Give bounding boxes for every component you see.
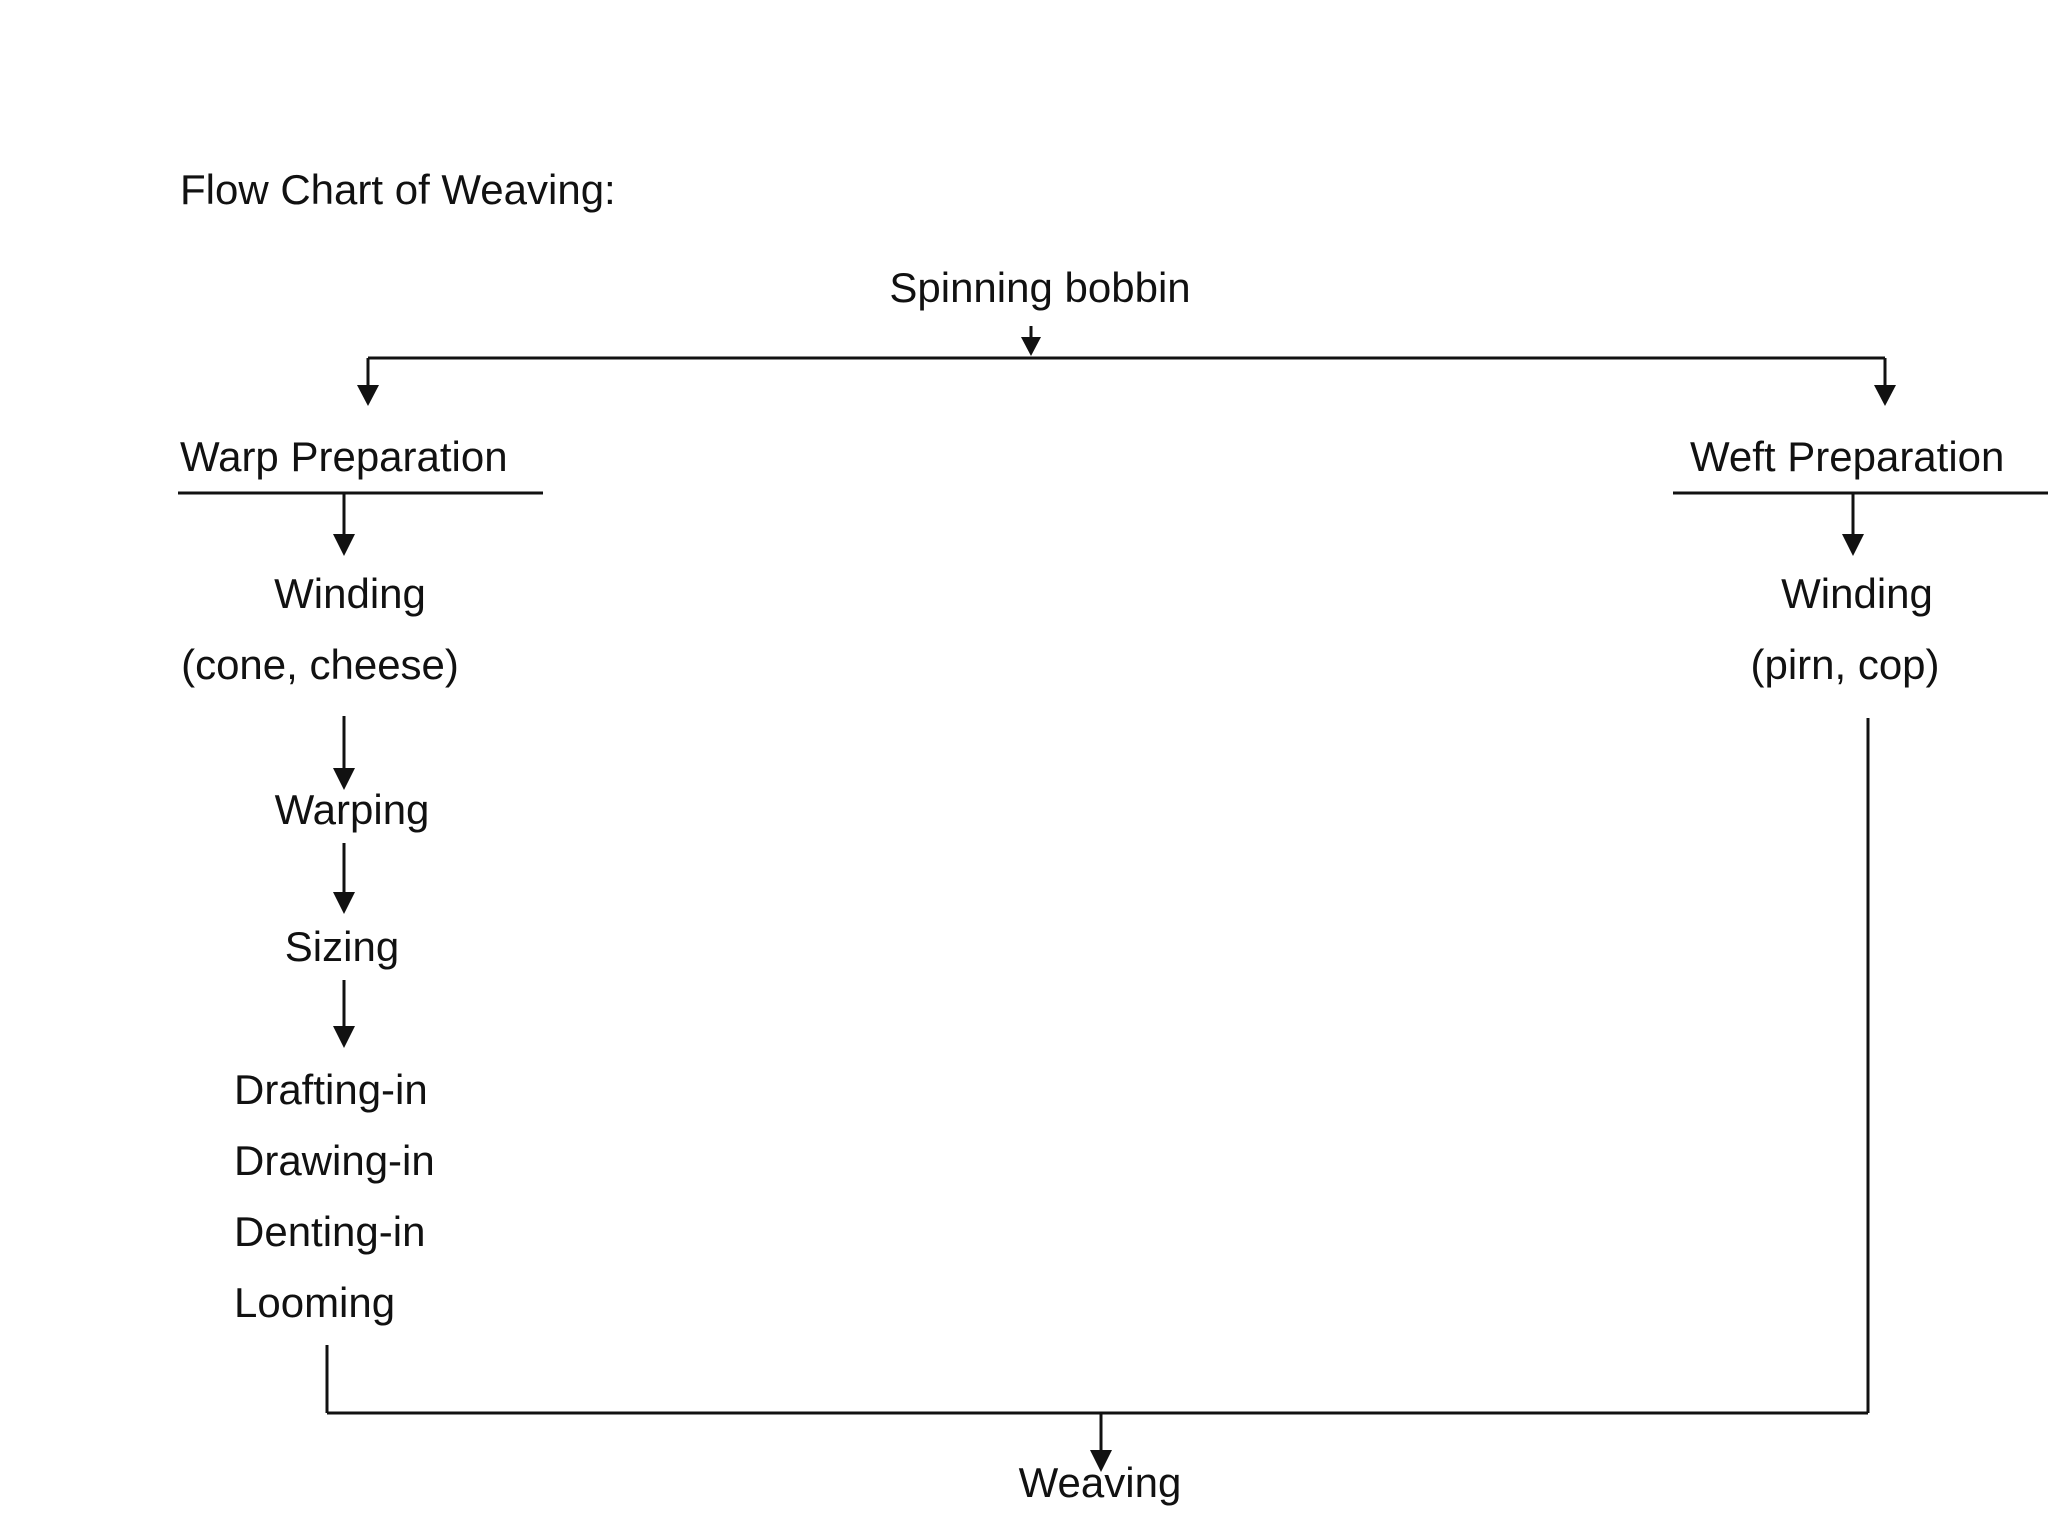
node-spinning-bobbin: Spinning bobbin <box>889 264 1191 311</box>
node-drafting-in: Drafting-in <box>234 1066 428 1113</box>
node-weft-preparation: Weft Preparation <box>1690 433 2005 480</box>
node-looming: Looming <box>234 1279 396 1326</box>
arrow-head-drafting <box>333 1026 355 1048</box>
arrow-head-weaving <box>1090 1450 1112 1472</box>
node-warp-preparation: Warp Preparation <box>180 433 508 480</box>
node-denting-in: Denting-in <box>234 1208 426 1255</box>
node-weft-winding: Winding <box>1781 570 1933 617</box>
arrow-head-weft-winding <box>1842 534 1864 556</box>
node-sizing: Sizing <box>284 923 400 970</box>
node-drawing-in: Drawing-in <box>234 1137 435 1184</box>
node-weaving: Weaving <box>1018 1459 1182 1506</box>
arrow-head-warping <box>333 768 355 790</box>
page-title: Flow Chart of Weaving: <box>180 166 616 213</box>
node-warp-winding: Winding <box>274 570 426 617</box>
arrow-head-warp-winding <box>333 534 355 556</box>
arrow-head-weft <box>1874 385 1896 406</box>
node-weft-winding-sub: (pirn, cop) <box>1750 641 1940 688</box>
arrow-head-source <box>1021 337 1041 356</box>
node-warping: Warping <box>274 786 430 833</box>
arrow-head-sizing <box>333 892 355 914</box>
arrow-head-warp <box>357 385 379 406</box>
node-warp-winding-sub: (cone, cheese) <box>181 641 459 688</box>
